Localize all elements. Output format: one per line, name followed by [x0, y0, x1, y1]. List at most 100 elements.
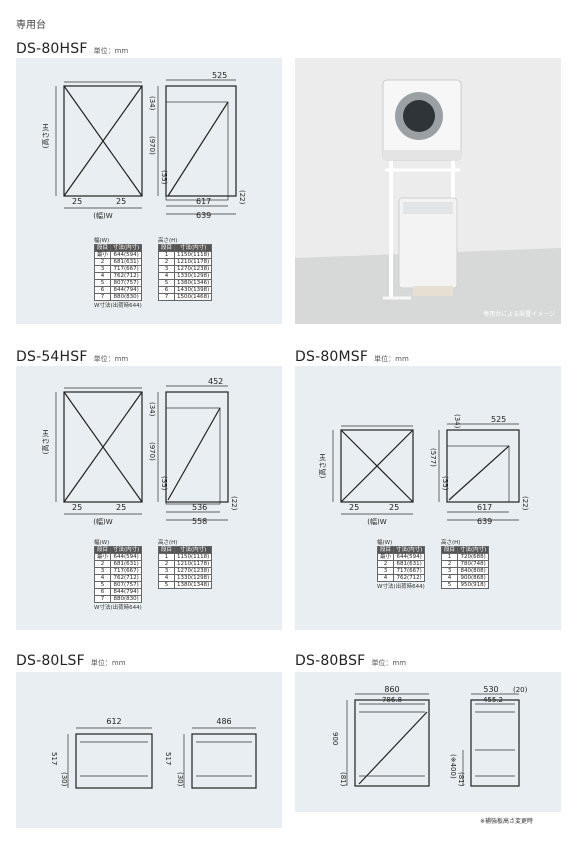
- table-cell: 644(594): [110, 251, 143, 259]
- dim-front-30: (30): [60, 772, 68, 787]
- table-cell: 900(868): [457, 574, 490, 582]
- table-cell: 2: [157, 560, 176, 568]
- table-cell: 1380(1348): [174, 581, 213, 589]
- dim-577: (577): [429, 448, 437, 467]
- dim-970: (970): [148, 442, 156, 461]
- table-cell: 717(667): [110, 265, 143, 273]
- height-table-title: 高さ(H): [441, 540, 461, 546]
- table-cell: 3: [93, 567, 112, 575]
- table-cell: 880(830): [110, 293, 143, 301]
- side-frame: [157, 79, 237, 215]
- table-cell: 807(757): [110, 279, 143, 287]
- drawing-ds80lsf: 612 517 (30) 486 517 (30): [50, 717, 257, 789]
- dim-side-30: (30): [176, 772, 184, 787]
- table-header-cell: 段目: [157, 546, 176, 554]
- model-name: DS-80HSF: [16, 41, 88, 57]
- table-cell: 4: [93, 574, 112, 582]
- dim-55: (55): [160, 476, 168, 491]
- table-cell: 1: [157, 553, 176, 561]
- dim-foot-left: 25: [72, 197, 82, 206]
- table-header-row: 段目寸法(内寸): [440, 546, 490, 554]
- table-cell: 1150(1118): [174, 553, 213, 561]
- width-table-note: W寸法(出荷時644): [377, 584, 425, 590]
- dim-depth-top: 525: [212, 71, 227, 80]
- unit-label: 単位：mm: [93, 47, 129, 55]
- table-header-cell: 寸法(内寸): [174, 244, 213, 252]
- table-cell: 644(594): [393, 553, 426, 561]
- table-cell: 最小: [93, 553, 112, 561]
- table-cell: 3: [157, 567, 176, 575]
- dim-side-81: (81): [457, 772, 465, 787]
- unit-label: 単位：mm: [374, 355, 409, 363]
- dim-55: (55): [160, 170, 168, 185]
- dim-617: 617: [477, 503, 492, 512]
- dim-front-inner: 786.8: [382, 696, 402, 704]
- dim-height: (高さ)H: [318, 454, 327, 479]
- table-cell: 1210(1178): [174, 258, 213, 266]
- table-cell: 2: [93, 560, 112, 568]
- drawing-ds80msf: (高さ)H 25 25 (幅)W 525 (34) (577) (55) (22…: [318, 414, 529, 526]
- table-header-cell: 寸法(内寸): [110, 546, 143, 554]
- table-cell: 7: [93, 293, 112, 301]
- dim-side-depth: 530: [483, 685, 498, 694]
- table-cell: 6: [93, 286, 112, 294]
- table-cell: 3: [157, 265, 176, 273]
- dim-side-400: (※400): [449, 754, 457, 779]
- dim-34: (34): [148, 96, 156, 111]
- dim-width: (幅)W: [93, 517, 112, 526]
- installation-photo: 専用台による設置イメージ: [295, 58, 561, 324]
- dim-22: (22): [521, 496, 529, 511]
- table-cell: 717(667): [393, 567, 426, 575]
- dim-depth-top: 525: [491, 415, 506, 424]
- drawing-panel-ds80bsf: 860 786.8 900 (81) 530 (20) 455.2 (※400)…: [295, 672, 561, 812]
- dim-foot-left: 25: [72, 503, 82, 512]
- table-header-row: 段目寸法(内寸): [93, 244, 143, 252]
- table-header-cell: 段目: [440, 546, 459, 554]
- table-cell: 681(631): [110, 560, 143, 568]
- side-frame: [183, 727, 257, 789]
- table-cell: 3: [376, 567, 395, 575]
- table-cell: 5: [157, 279, 176, 287]
- model-name: DS-54HSF: [16, 349, 88, 365]
- table-cell: 780(748): [457, 560, 490, 568]
- side-frame: [462, 693, 520, 787]
- front-frame: [67, 727, 153, 789]
- footnote: ※補強板高さ変更時: [480, 818, 534, 825]
- dim-height: (高さ)H: [41, 124, 50, 149]
- dim-558: 558: [192, 517, 207, 526]
- table-cell: 4: [376, 574, 395, 582]
- table-cell: 5: [440, 581, 459, 589]
- dim-side-20: (20): [513, 686, 528, 694]
- table-cell: 4: [440, 574, 459, 582]
- table-cell: 950(918): [457, 581, 490, 589]
- table-cell: 1500(1468): [174, 293, 213, 301]
- table-header-row: 段目寸法(内寸): [157, 546, 213, 554]
- height-table-title: 高さ(H): [158, 540, 178, 546]
- table-cell: 762(712): [393, 574, 426, 582]
- table-cell: 880(830): [110, 595, 143, 603]
- table-header-row: 段目寸法(内寸): [376, 546, 426, 554]
- table-cell: 1270(1238): [174, 567, 213, 575]
- dim-front-width: 860: [384, 685, 399, 694]
- table-cell: 844(794): [110, 588, 143, 596]
- table-cell: 762(712): [110, 574, 143, 582]
- dim-536: 536: [192, 503, 207, 512]
